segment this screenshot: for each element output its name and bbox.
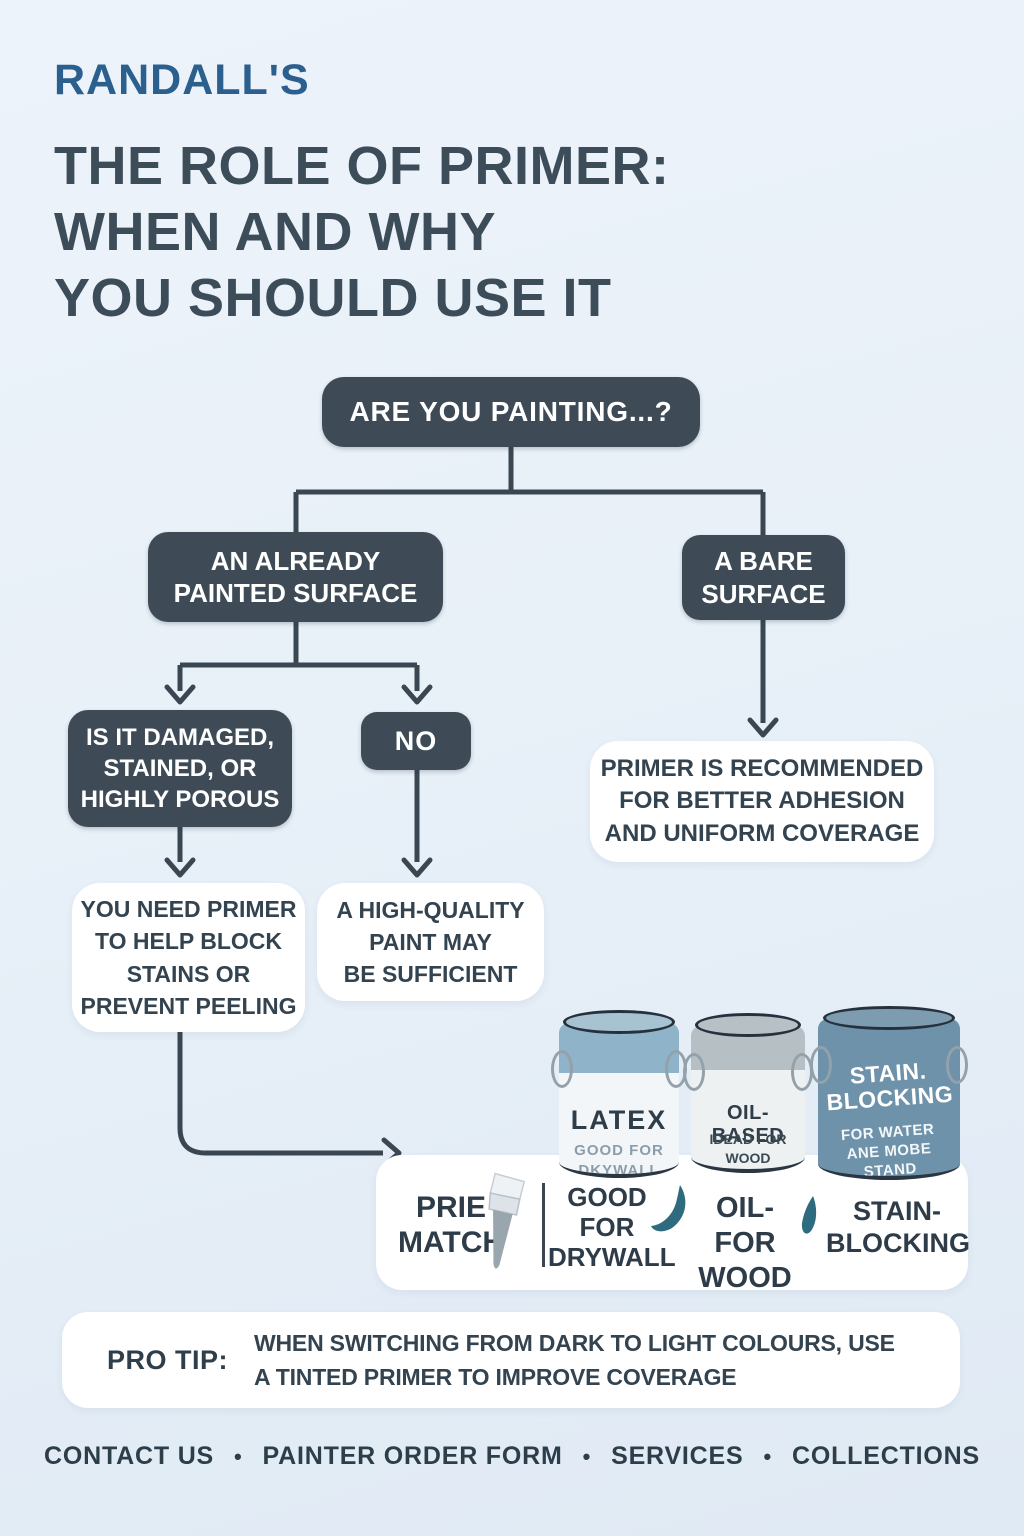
footer-separator: • [234,1443,243,1469]
node-high-quality-paint: A HIGH-QUALITY PAINT MAY BE SUFFICIENT [317,883,544,1001]
legend-stain-blocking: STAIN- BLOCKING [826,1196,970,1259]
page-title: THE ROLE OF PRIMER: WHEN AND WHY YOU SHO… [54,136,670,328]
node-label: IS IT DAMAGED, STAINED, OR HIGHLY POROUS [80,723,280,814]
can-subtitle: FOR WATER ANE MOBE STAND [840,1120,935,1180]
node-bare-surface: A BARE SURFACE [682,535,845,620]
can-label: OIL-BASED [711,1102,785,1147]
brand-logo: RANDALL'S [54,56,310,104]
swoosh-icon [651,1185,686,1232]
node-damaged-stained-porous: IS IT DAMAGED, STAINED, OR HIGHLY POROUS [68,710,292,827]
can-handle-left [683,1053,705,1091]
node-label: PRIMER IS RECOMMENDED FOR BETTER ADHESIO… [600,754,924,847]
pro-tip-label: PRO TIP: [107,1344,229,1375]
can-handle-left [551,1050,573,1088]
can-lid [823,1006,955,1030]
footer-separator: • [582,1443,592,1469]
can-body: LATEX GOOD FOR DKYWALL [559,1023,679,1178]
footer-nav: CONTACT US • PAINTER ORDER FORM • SERVIC… [0,1442,1024,1471]
can-label: STAIN. BLOCKING [825,1057,954,1116]
can-handle-left [810,1046,832,1084]
node-label: AN ALREADY PAINTED SURFACE [173,545,418,609]
footer-separator: • [763,1443,773,1469]
droplet-icon [801,1196,817,1234]
can-subtitle: GOOD FOR DKYWALL [574,1142,664,1178]
node-are-you-painting: ARE YOU PAINTING...? [322,377,700,447]
footer-link-services[interactable]: SERVICES [611,1442,744,1470]
paint-can-stain-blocking: STAIN. BLOCKING FOR WATER ANE MOBE STAND [810,1006,968,1180]
node-label: YOU NEED PRIMER TO HELP BLOCK STAINS OR … [80,896,297,1019]
arrow-down-bare [747,717,779,738]
node-label: NO [394,725,438,756]
can-label: LATEX [570,1105,668,1135]
paintbrush-icon [488,1172,526,1269]
can-lid [563,1010,675,1034]
can-lid [694,1013,802,1037]
pro-tip-panel: PRO TIP: WHEN SWITCHING FROM DARK TO LIG… [62,1312,960,1408]
paint-can-oil-based: OIL-BASED IDEAD FOR WOOD [683,1013,813,1173]
legend-oil-for-wood: OIL-FOR WOOD [698,1192,792,1294]
arrow-down-damaged [164,684,196,705]
legend-good-for-drywall: GOOD FOR DRYWALL [548,1182,676,1272]
node-need-primer: YOU NEED PRIMER TO HELP BLOCK STAINS OR … [72,883,305,1032]
node-no: NO [361,712,471,770]
node-label: ARE YOU PAINTING...? [349,396,673,427]
footer-link-painter-order-form[interactable]: PAINTER ORDER FORM [262,1442,563,1470]
footer-link-collections[interactable]: COLLECTIONS [792,1442,980,1470]
node-already-painted-surface: AN ALREADY PAINTED SURFACE [148,532,443,622]
node-label: A HIGH-QUALITY PAINT MAY BE SUFFICIENT [336,896,525,988]
footer-link-contact-us[interactable]: CONTACT US [44,1442,215,1470]
can-body: STAIN. BLOCKING FOR WATER ANE MOBE STAND [818,1019,960,1180]
legend-prime-match: PRIE MATCH [397,1191,505,1259]
node-primer-recommended: PRIMER IS RECOMMENDED FOR BETTER ADHESIO… [590,741,934,862]
legend-divider [542,1183,545,1267]
arrow-down-high-quality [401,857,433,878]
node-label: A BARE SURFACE [701,546,826,609]
pro-tip-text: WHEN SWITCHING FROM DARK TO LIGHT COLOUR… [254,1329,895,1391]
can-handle-right [946,1046,968,1084]
arrow-down-need-primer [164,857,196,878]
can-body: OIL-BASED IDEAD FOR WOOD [691,1026,805,1173]
paint-can-latex: LATEX GOOD FOR DKYWALL [551,1010,687,1178]
can-subtitle: IDEAD FOR WOOD [709,1131,787,1166]
arrow-down-no [401,684,433,705]
connector-primer-elbow [177,1032,383,1156]
